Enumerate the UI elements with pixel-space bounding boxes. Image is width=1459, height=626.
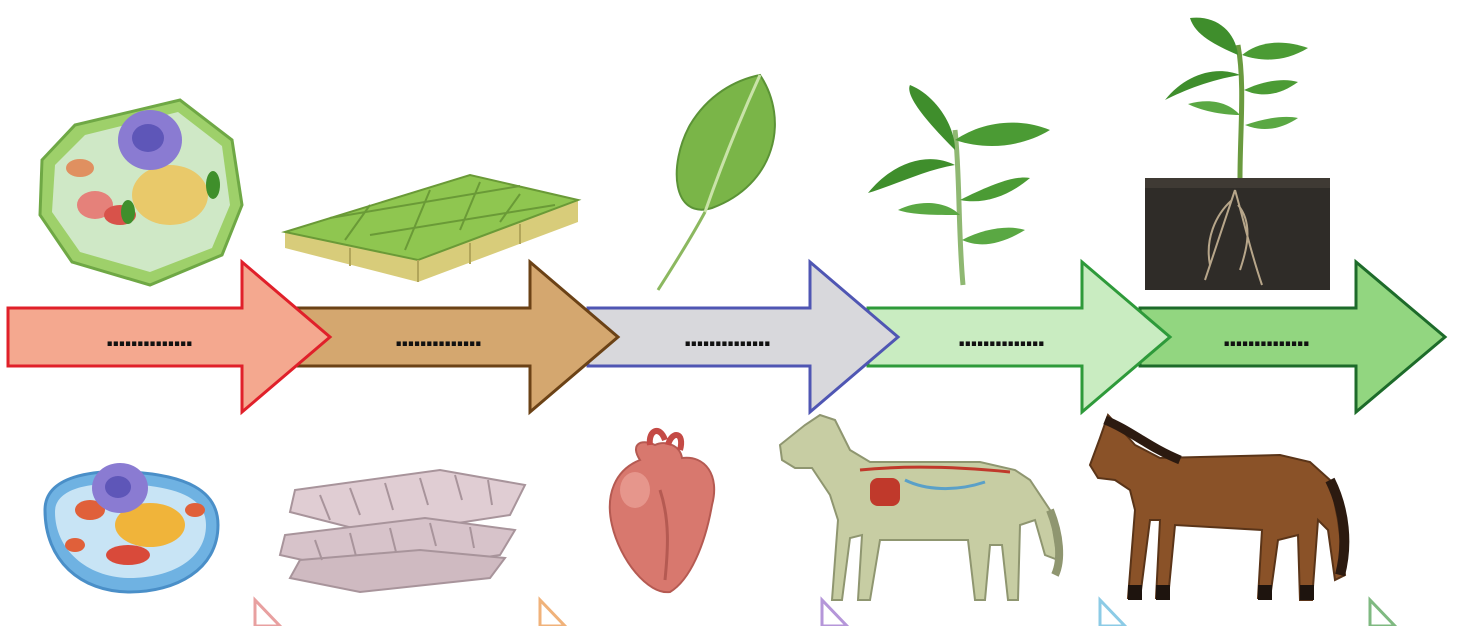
partial-arrow-4 (1100, 600, 1125, 626)
leaf-icon (658, 75, 775, 290)
plant-shoot-icon (868, 85, 1050, 285)
arrow-1-label: .............. (105, 324, 192, 352)
partial-arrow-5 (1370, 600, 1395, 626)
arrow-4-label: .............. (957, 324, 1044, 352)
arrow-3: .............. (588, 262, 898, 412)
plant-with-roots-icon (1145, 18, 1330, 290)
plant-cell-icon (40, 100, 242, 285)
horse-icon (1090, 415, 1345, 600)
arrow-2: .............. (298, 262, 618, 412)
partial-arrow-2 (540, 600, 565, 626)
animal-tissue-icon (280, 470, 525, 592)
partial-arrow-1 (255, 600, 280, 626)
arrow-2-label: .............. (394, 324, 481, 352)
arrow-4: .............. (868, 262, 1170, 412)
animal-cell-icon (45, 463, 218, 592)
horse-anatomy-icon (780, 415, 1059, 600)
partial-arrow-3 (822, 600, 847, 626)
heart-icon (610, 431, 714, 592)
arrow-5-label: .............. (1222, 324, 1309, 352)
arrow-3-label: .............. (683, 324, 770, 352)
partial-arrow-row (255, 600, 1395, 626)
arrow-1: .............. (8, 262, 330, 412)
